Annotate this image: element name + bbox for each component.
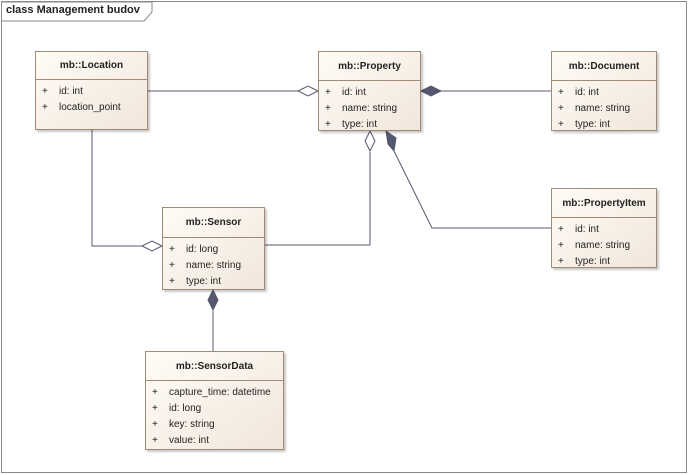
attribute-row: + id: int [552,85,656,101]
frame-title-tab [2,1,153,22]
attribute-row: + id: int [319,85,420,101]
visibility-marker: + [558,224,564,235]
attribute-list: + id: long + name: string + type: int [163,238,264,290]
attribute-text: key: string [169,419,215,430]
attribute-text: type: int [575,119,611,130]
class-box-sensor[interactable]: mb::Sensor + id: long + name: string + t… [162,207,265,290]
attribute-text: name: string [342,103,398,114]
attribute-row: + type: int [552,117,656,133]
diagram-title: class Management budov [6,4,140,16]
attribute-list: + capture_time: datetime + id: long + ke… [146,381,283,449]
attribute-text: id: long [169,403,202,414]
class-box-document[interactable]: mb::Document + id: int + name: string + … [551,51,657,131]
attribute-row: + id: int [552,222,656,238]
attribute-list: + id: int + name: string + type: int [319,81,420,133]
class-box-property[interactable]: mb::Property + id: int + name: string + … [318,51,421,131]
link-propertyitem-property[interactable] [385,129,551,229]
attribute-text: type: int [342,119,378,130]
attribute-row: + id: int [36,84,147,100]
class-name: mb::Document [552,52,656,81]
visibility-marker: + [325,87,331,98]
class-name: mb::Property [319,52,420,81]
visibility-marker: + [152,387,158,398]
attribute-text: id: int [342,87,366,98]
link-sensordata-sensor[interactable] [207,288,219,351]
class-name: mb::PropertyItem [552,189,656,218]
attribute-text: id: int [59,86,83,97]
visibility-marker: + [169,260,175,271]
visibility-marker: + [169,244,175,255]
aggregation-diamond [364,129,376,153]
visibility-marker: + [42,102,48,113]
visibility-marker: + [169,276,175,287]
attribute-text: value: int [169,435,210,446]
link-sensor-property[interactable] [265,129,376,246]
visibility-marker: + [558,119,564,130]
attribute-text: id: int [575,87,599,98]
attribute-text: id: long [186,244,219,255]
attribute-row: + id: long [163,242,264,258]
attribute-row: + name: string [552,238,656,254]
aggregation-diamond [296,85,320,97]
attribute-text: name: string [186,260,242,271]
visibility-marker: + [152,419,158,430]
visibility-marker: + [325,119,331,130]
attribute-row: + type: int [319,117,420,133]
attribute-list: + id: int + name: string + type: int [552,81,656,133]
attribute-text: name: string [575,240,631,251]
visibility-marker: + [152,403,158,414]
attribute-row: + location_point [36,100,147,116]
visibility-marker: + [558,256,564,267]
attribute-text: location_point [59,102,121,113]
attribute-list: + id: int + name: string + type: int [552,218,656,270]
attribute-text: name: string [575,103,631,114]
visibility-marker: + [558,240,564,251]
aggregation-diamond [140,240,164,252]
visibility-marker: + [325,103,331,114]
attribute-row: + name: string [319,101,420,117]
attribute-row: + type: int [163,274,264,290]
class-name: mb::SensorData [146,352,283,381]
class-box-propertyitem[interactable]: mb::PropertyItem + id: int + name: strin… [551,188,657,268]
attribute-row: + type: int [552,254,656,270]
visibility-marker: + [152,435,158,446]
visibility-marker: + [42,86,48,97]
attribute-text: id: int [575,224,599,235]
attribute-text: type: int [186,276,222,287]
attribute-row: + key: string [146,417,283,433]
class-name: mb::Location [36,52,147,80]
class-name: mb::Sensor [163,208,264,238]
attribute-row: + value: int [146,433,283,449]
attribute-row: + capture_time: datetime [146,385,283,401]
attribute-row: + id: long [146,401,283,417]
link-location-property[interactable] [148,85,320,97]
attribute-row: + name: string [552,101,656,117]
class-box-sensordata[interactable]: mb::SensorData + capture_time: datetime … [145,351,284,450]
composition-diamond [207,288,219,312]
attribute-text: type: int [575,256,611,267]
attribute-list: + id: int + location_point [36,80,147,116]
visibility-marker: + [558,87,564,98]
attribute-row: + name: string [163,258,264,274]
visibility-marker: + [558,103,564,114]
link-document-property[interactable] [419,85,551,97]
attribute-text: capture_time: datetime [169,387,271,398]
class-box-location[interactable]: mb::Location + id: int + location_point [35,51,148,130]
composition-diamond [419,85,443,97]
composition-diamond [385,129,397,153]
link-location-sensor[interactable] [91,130,164,252]
